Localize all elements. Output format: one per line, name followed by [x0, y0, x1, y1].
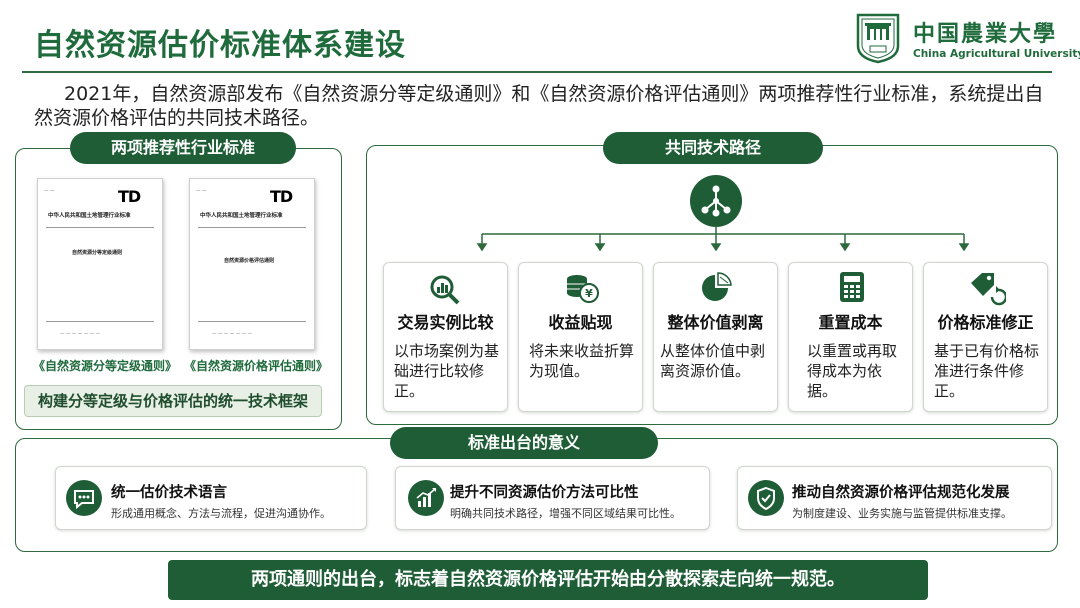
method-card: 价格标准修正 基于已有价格标准进行条件修正。 — [923, 262, 1048, 412]
doc-rule — [46, 321, 154, 322]
standard-document-cover: — — TD 中华人民共和国土地管理行业标准 自然资源价格评估通则 — — — … — [189, 178, 315, 350]
significance-card: 推动自然资源价格评估规范化发展 为制度建设、业务实施与监管提供标准支撑。 — [737, 466, 1052, 530]
method-desc: 以市场案例为基础进行比较修正。 — [394, 342, 500, 400]
chat-bubble-icon — [66, 480, 102, 516]
doc-title: 自然资源价格评估通则 — [224, 258, 275, 264]
shield-check-icon — [748, 480, 784, 516]
doc-caption: 《自然资源价格评估通则》 — [184, 359, 329, 373]
title-divider — [22, 71, 1052, 73]
intro-paragraph: 2021年，自然资源部发布《自然资源分等定级通则》和《自然资源价格评估通则》两项… — [34, 83, 1044, 129]
method-card: 重置成本 以重置或再取得成本为依据。 — [788, 262, 913, 412]
magnifier-chart-icon — [430, 275, 460, 305]
conclusion-banner: 两项通则的出台，标志着自然资源价格评估开始由分散探索走向统一规范。 — [168, 560, 928, 600]
method-desc: 从整体价值中剥离资源价值。 — [660, 342, 766, 380]
method-card: 整体价值剥离 从整体价值中剥离资源价值。 — [653, 262, 778, 412]
calculator-icon — [840, 272, 864, 302]
price-tag-refresh-icon — [971, 273, 1006, 306]
method-title: 整体价值剥离 — [667, 313, 764, 332]
doc-caption: 《自然资源分等定级通则》 — [33, 359, 178, 373]
university-logo: 中国農業大學 China Agricultural University — [855, 12, 1080, 68]
method-desc: 以重置或再取得成本为依据。 — [807, 342, 898, 400]
pie-chart-icon — [702, 272, 732, 301]
significance-card: 提升不同资源估价方法可比性 明确共同技术路径，增强不同区域结果可比性。 — [395, 466, 710, 530]
significance-card: 统一估价技术语言 形成通用概念、方法与流程，促进沟通协作。 — [55, 466, 367, 530]
method-title: 交易实例比较 — [397, 313, 494, 332]
significance-desc: 为制度建设、业务实施与监管提供标准支撑。 — [792, 507, 1012, 520]
doc-td-mark: TD — [270, 187, 293, 206]
university-name-en: China Agricultural University — [913, 48, 1080, 60]
growth-chart-icon — [408, 480, 444, 516]
method-card: ¥ 收益贴现 将未来收益折算为现值。 — [518, 262, 643, 412]
method-card: 交易实例比较 以市场案例为基础进行比较修正。 — [383, 262, 508, 412]
doc-td-mark: TD — [118, 187, 141, 206]
significance-desc: 形成通用概念、方法与流程，促进沟通协作。 — [111, 507, 331, 520]
connector-lines — [476, 226, 970, 252]
hub-icon — [690, 175, 742, 227]
method-desc: 将未来收益折算为现值。 — [529, 342, 635, 380]
doc-code-label: — — — [196, 189, 207, 194]
framework-banner: 构建分等定级与价格评估的统一技术框架 — [24, 385, 322, 417]
doc-footer: — — — — — — — — [212, 332, 253, 337]
doc-code-label: — — — [44, 189, 55, 194]
doc-title: 自然资源分等定级通则 — [72, 250, 123, 256]
significance-heading: 标准出台的意义 — [390, 427, 658, 459]
page-title: 自然资源估价标准体系建设 — [34, 28, 406, 63]
significance-desc: 明确共同技术路径，增强不同区域结果可比性。 — [450, 507, 681, 520]
standard-document-cover: — — TD 中华人民共和国土地管理行业标准 自然资源分等定级通则 — — — … — [37, 178, 163, 350]
doc-rule — [46, 227, 154, 228]
doc-org: 中华人民共和国土地管理行业标准 — [48, 213, 131, 219]
standards-heading: 两项推荐性行业标准 — [70, 132, 296, 164]
method-desc: 基于已有价格标准进行条件修正。 — [934, 342, 1040, 400]
coins-yen-icon: ¥ — [567, 275, 599, 303]
doc-rule — [198, 227, 306, 228]
method-title: 价格标准修正 — [937, 313, 1034, 332]
technical-path-heading: 共同技术路径 — [603, 132, 823, 164]
significance-title: 提升不同资源估价方法可比性 — [450, 485, 639, 501]
university-seal-icon — [856, 13, 900, 64]
doc-footer: — — — — — — — — [60, 332, 101, 337]
doc-org: 中华人民共和国土地管理行业标准 — [200, 213, 283, 219]
significance-title: 统一估价技术语言 — [111, 485, 227, 501]
svg-text:¥: ¥ — [585, 287, 593, 300]
method-title: 重置成本 — [818, 313, 883, 332]
method-title: 收益贴现 — [548, 313, 613, 332]
university-name-cn: 中国農業大學 — [913, 21, 1058, 47]
doc-rule — [198, 321, 306, 322]
significance-title: 推动自然资源价格评估规范化发展 — [792, 485, 1010, 501]
